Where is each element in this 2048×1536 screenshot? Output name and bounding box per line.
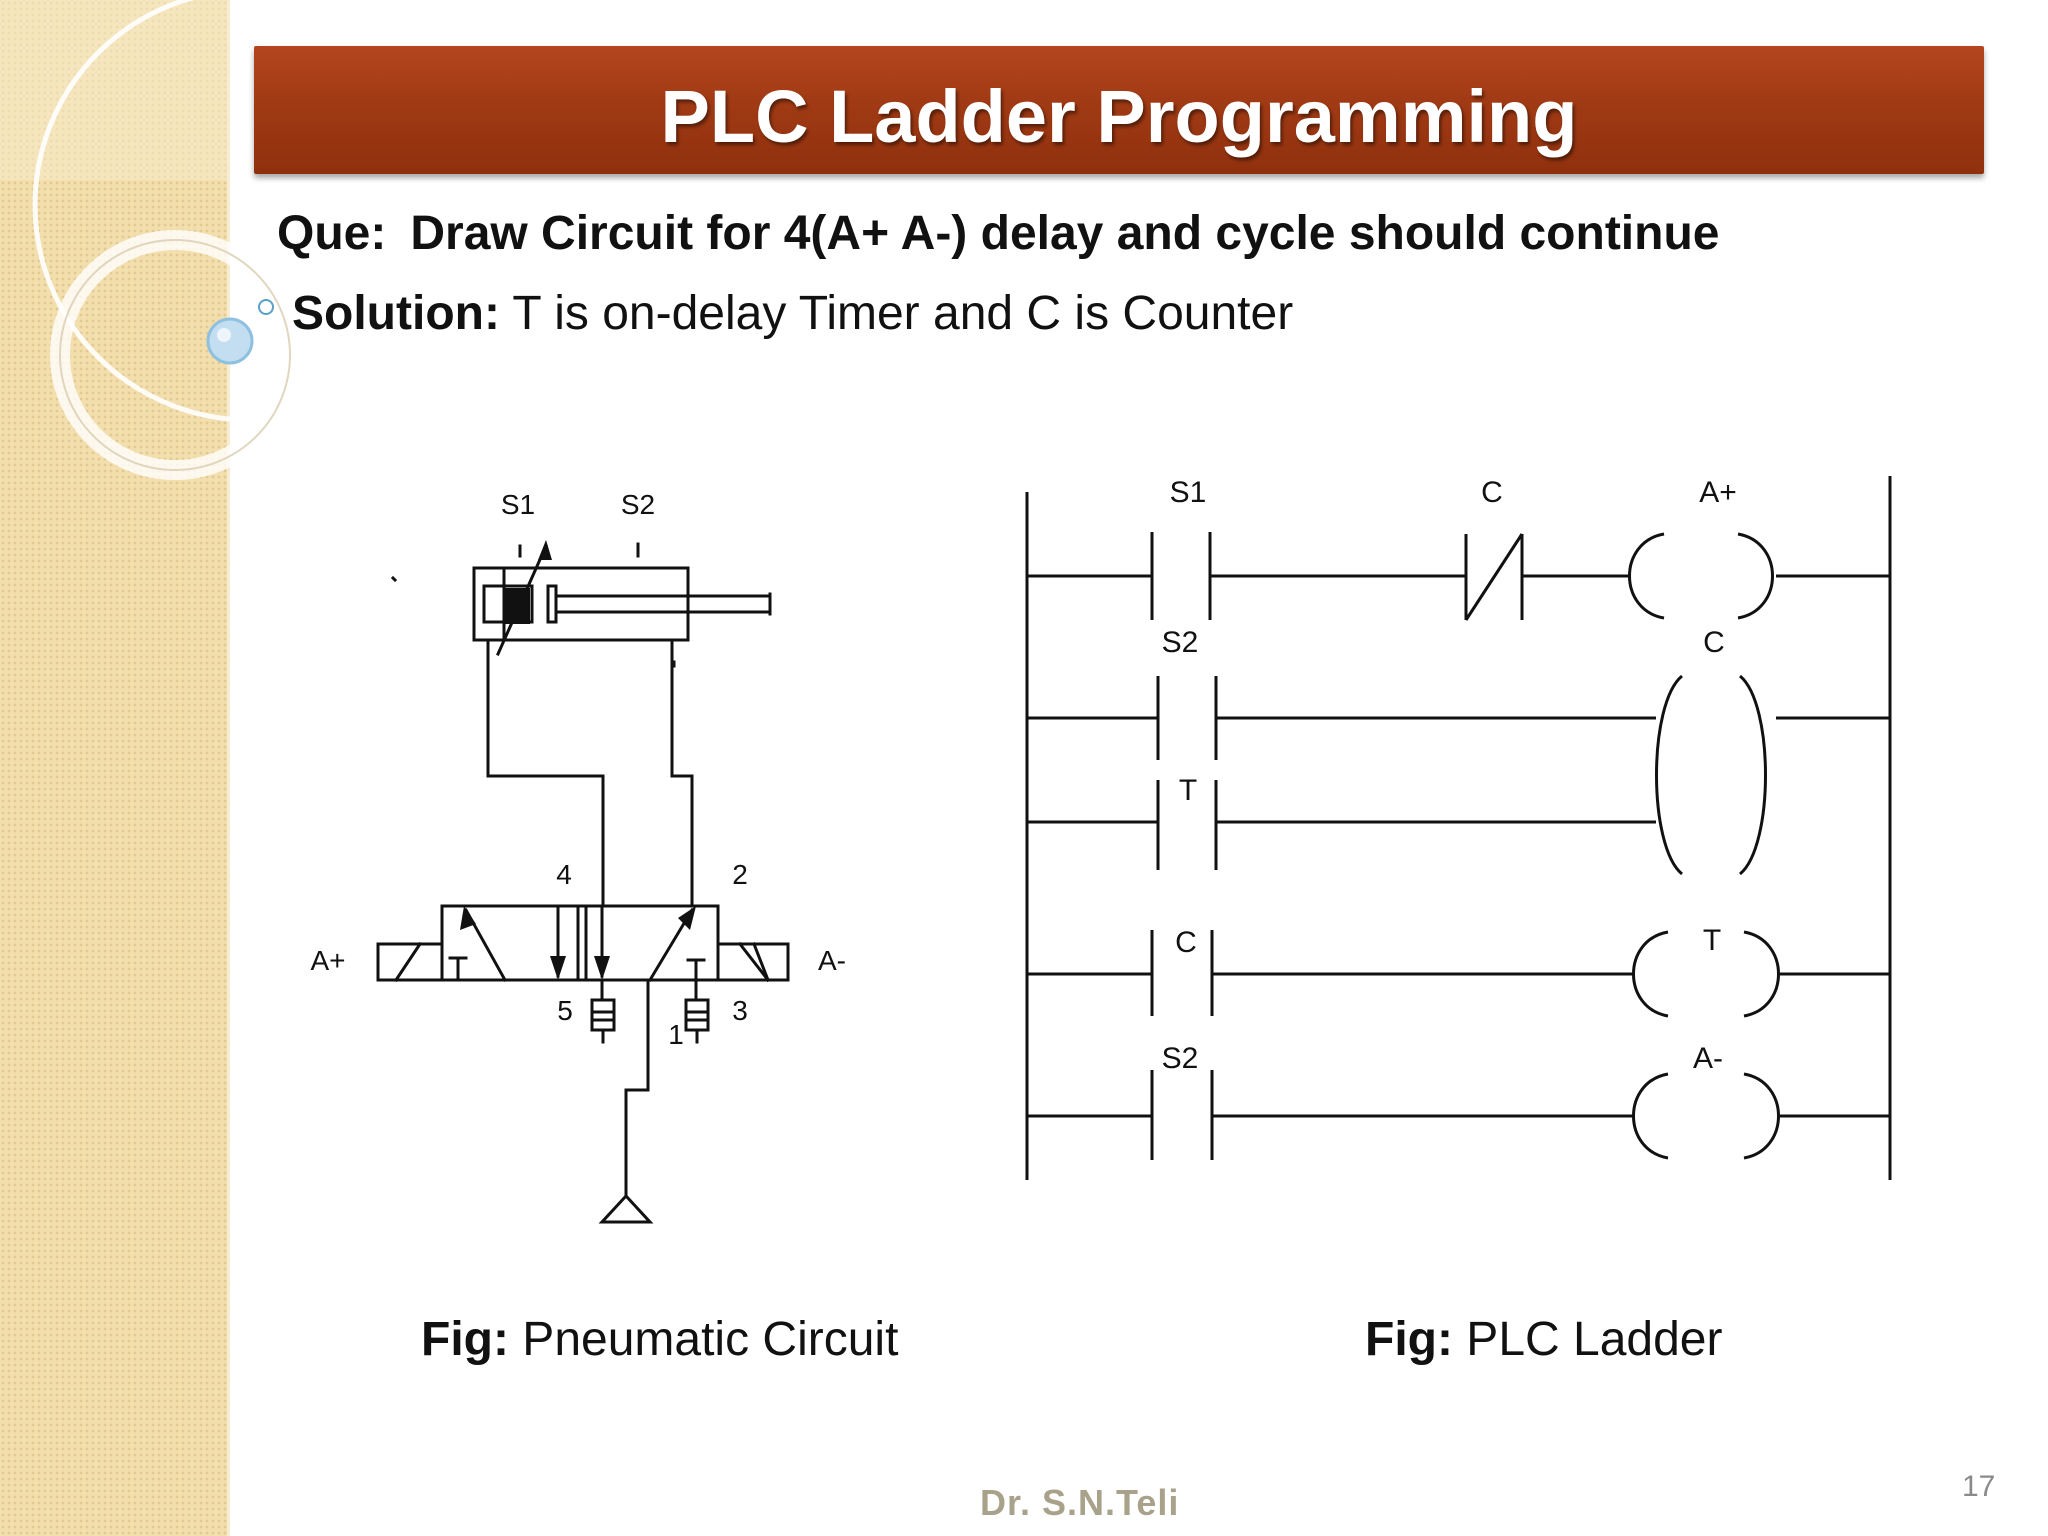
pneumatic-labels: S1 S2 4 2 5 3 1 A+ A-	[310, 489, 846, 1050]
bullet-icon	[258, 299, 274, 315]
label-port-1: 1	[668, 1019, 684, 1050]
label-rung1-coil-a-plus: A+	[1699, 476, 1737, 509]
solution-line: Solution: T is on-delay Timer and C is C…	[292, 286, 1293, 341]
label-rung2-coil-c: C	[1703, 626, 1725, 659]
label-a-plus: A+	[310, 945, 345, 976]
question-line: Que: Draw Circuit for 4(A+ A-) delay and …	[277, 206, 1719, 261]
solution-label: Solution:	[292, 287, 500, 340]
caption-pneumatic-label: Fig:	[421, 1313, 509, 1366]
label-s2: S2	[621, 489, 655, 520]
label-a-minus: A-	[818, 945, 846, 976]
label-port-4: 4	[556, 859, 572, 890]
caption-pneumatic-text: Pneumatic Circuit	[508, 1313, 899, 1366]
label-rung1-contact-s1: S1	[1170, 476, 1207, 509]
question-label: Que:	[277, 207, 387, 260]
label-rung5-contact-s2: S2	[1162, 1042, 1199, 1075]
label-port-3: 3	[732, 995, 748, 1026]
ladder-labels: S1 C A+ S2 C T C T S2 A-	[1162, 476, 1737, 1075]
label-port-2: 2	[732, 859, 748, 890]
slide-title: PLC Ladder Programming	[660, 75, 1578, 158]
solution-text: T is on-delay Timer and C is Counter	[499, 287, 1294, 340]
label-s1: S1	[501, 489, 535, 520]
plc-ladder	[1025, 476, 1892, 1180]
page-number: 17	[1962, 1470, 1996, 1503]
caption-ladder-label: Fig:	[1365, 1313, 1453, 1366]
title-banner: PLC Ladder Programming	[254, 46, 1984, 174]
label-rung4-coil-t: T	[1703, 924, 1721, 957]
label-rung1-contact-c: C	[1481, 476, 1503, 509]
caption-ladder-text: PLC Ladder	[1452, 1313, 1723, 1366]
pneumatic-circuit	[376, 540, 790, 1224]
label-rung3-contact-t: T	[1179, 774, 1197, 807]
label-rung2-contact-s2: S2	[1162, 626, 1199, 659]
caption-pneumatic: Fig: Pneumatic Circuit	[421, 1312, 898, 1367]
cylinder-body	[472, 566, 690, 642]
caption-ladder: Fig: PLC Ladder	[1365, 1312, 1722, 1367]
sidebar-edge	[227, 0, 230, 1536]
label-port-5: 5	[557, 995, 573, 1026]
question-text: Draw Circuit for 4(A+ A-) delay and cycl…	[410, 207, 1720, 260]
footer-author: Dr. S.N.Teli	[980, 1482, 1180, 1523]
label-rung4-contact-c: C	[1175, 926, 1197, 959]
decorative-rings	[0, 0, 300, 480]
label-rung5-coil-a-minus: A-	[1693, 1042, 1723, 1075]
